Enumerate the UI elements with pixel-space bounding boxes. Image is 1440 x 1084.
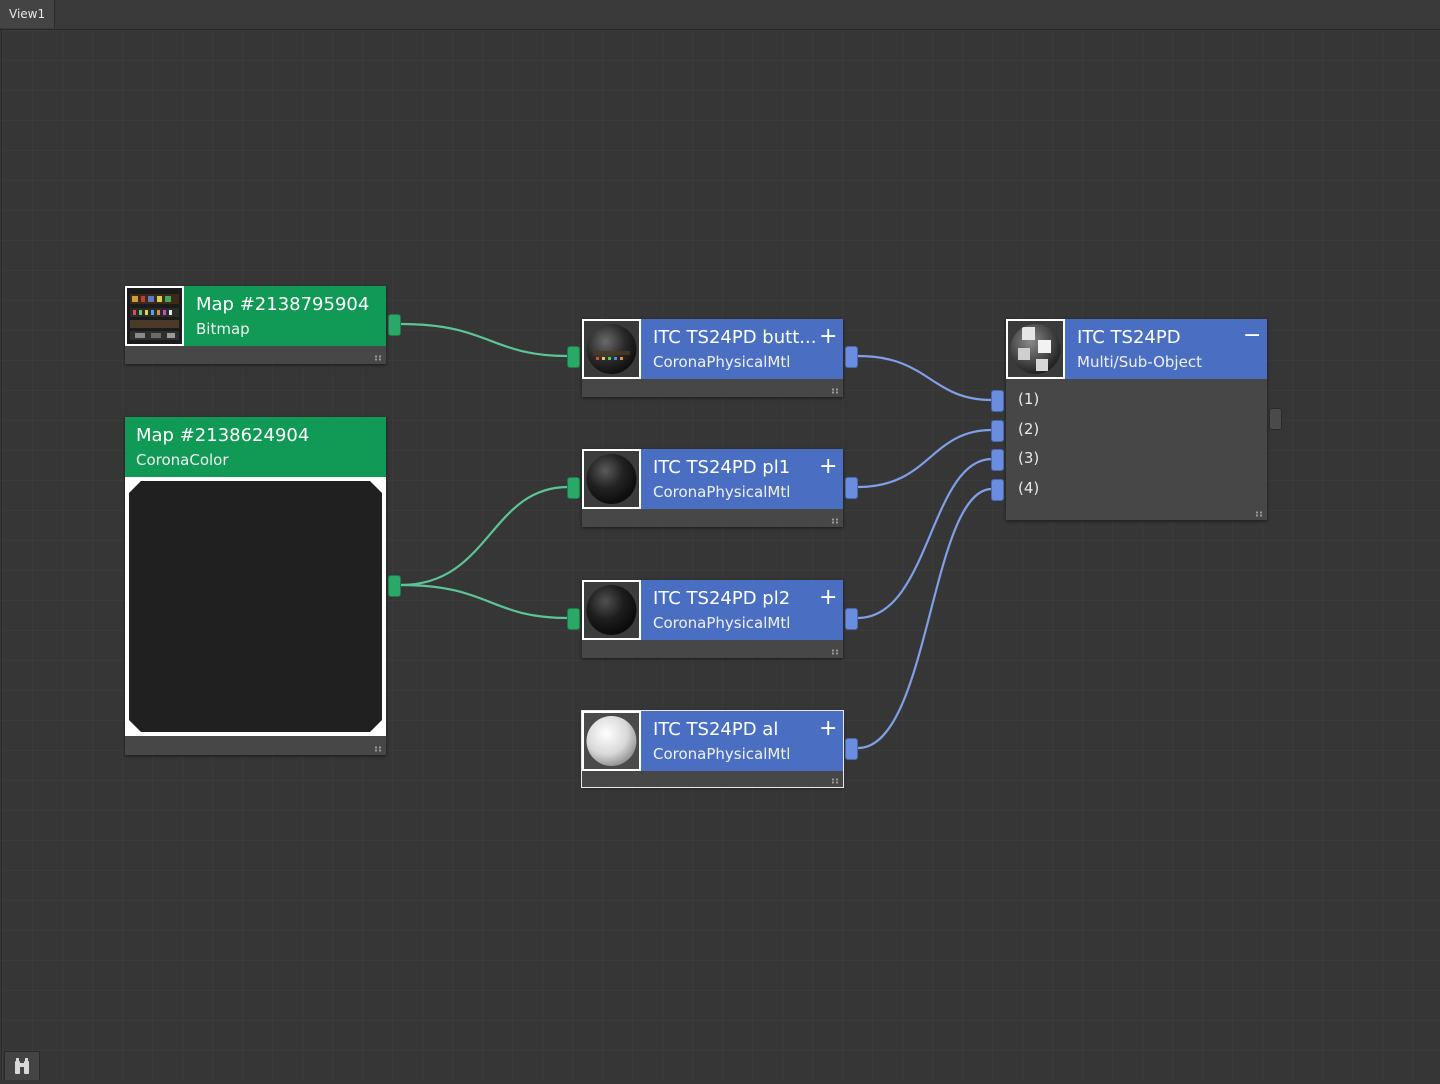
node-title: Map #2138795904	[196, 294, 370, 315]
expand-toggle[interactable]: +	[819, 716, 838, 741]
material-node-butt[interactable]: ITC TS24PD butt... CoronaPhysicalMtl +	[582, 319, 843, 397]
material-node-pl1[interactable]: ITC TS24PD pl1 CoronaPhysicalMtl +	[582, 449, 843, 527]
color-swatch-frame	[125, 477, 386, 736]
expand-toggle[interactable]: +	[819, 324, 838, 349]
node-subtitle: CoronaPhysicalMtl	[653, 483, 791, 501]
resize-grip[interactable]	[831, 518, 839, 524]
resize-grip[interactable]	[374, 355, 382, 361]
multi-output-socket[interactable]	[1269, 408, 1282, 430]
material-node-al[interactable]: ITC TS24PD al CoronaPhysicalMtl +	[581, 710, 844, 788]
wire-bitmap-to-butt	[400, 322, 569, 358]
wire-butt-to-slot1	[857, 354, 993, 402]
bitmap-thumbnail	[125, 286, 184, 346]
material-sphere-preview	[1008, 321, 1063, 377]
material-thumbnail	[582, 711, 641, 771]
slot-label-2: (2)	[1018, 420, 1040, 438]
slot-label-3: (3)	[1018, 449, 1040, 467]
resize-grip[interactable]	[831, 388, 839, 394]
resize-grip[interactable]	[831, 778, 839, 784]
expand-toggle[interactable]: +	[819, 454, 838, 479]
node-subtitle: CoronaColor	[136, 451, 229, 469]
node-header[interactable]	[125, 417, 386, 477]
pl2-input-socket[interactable]	[567, 608, 580, 630]
material-thumbnail	[582, 449, 641, 509]
wire-al-to-slot4	[857, 487, 993, 750]
pl1-output-socket[interactable]	[845, 477, 858, 499]
collapse-toggle[interactable]: −	[1243, 323, 1262, 348]
pl1-input-socket[interactable]	[567, 477, 580, 499]
material-thumbnail	[582, 580, 641, 640]
slot-4-input-socket[interactable]	[991, 479, 1004, 501]
al-output-socket[interactable]	[845, 738, 858, 760]
node-subtitle: Bitmap	[196, 320, 250, 338]
butt-input-socket[interactable]	[567, 346, 580, 368]
bitmap-output-socket[interactable]	[388, 314, 401, 336]
resize-grip[interactable]	[374, 746, 382, 752]
node-title: ITC TS24PD al	[653, 719, 779, 740]
material-sphere-preview	[584, 451, 639, 507]
resize-grip[interactable]	[1255, 511, 1263, 517]
slot-3-input-socket[interactable]	[991, 449, 1004, 471]
multi-sub-object-node[interactable]: ITC TS24PD Multi/Sub-Object − (1) (2) (3…	[1006, 319, 1267, 520]
node-title: ITC TS24PD	[1077, 327, 1181, 348]
bitmap-preview-image	[127, 288, 182, 344]
material-sphere-preview	[584, 321, 639, 377]
node-title: ITC TS24PD pl2	[653, 588, 791, 609]
view-tab-bar: View1	[0, 0, 1440, 30]
resize-grip[interactable]	[831, 649, 839, 655]
color-map-node[interactable]: Map #2138624904 CoronaColor	[125, 417, 386, 755]
color-swatch	[129, 481, 382, 732]
slot-1-input-socket[interactable]	[991, 390, 1004, 412]
slot-label-4: (4)	[1018, 479, 1040, 497]
binoculars-icon	[15, 1058, 29, 1074]
color-output-socket[interactable]	[388, 575, 401, 597]
wire-pl1-to-slot2	[857, 428, 993, 489]
slot-label-1: (1)	[1018, 390, 1040, 408]
node-title: ITC TS24PD butt...	[653, 327, 817, 348]
material-sphere-preview	[584, 582, 639, 638]
butt-output-socket[interactable]	[845, 346, 858, 368]
node-editor-canvas[interactable]	[1, 30, 1440, 1080]
expand-toggle[interactable]: +	[819, 585, 838, 610]
navigator-button[interactable]	[4, 1051, 40, 1080]
bitmap-map-node[interactable]: Map #2138795904 Bitmap	[125, 286, 386, 364]
wire-pl2-to-slot3	[857, 457, 993, 620]
wire-color-to-pl2	[400, 583, 569, 620]
material-thumbnail	[1006, 319, 1065, 379]
node-subtitle: CoronaPhysicalMtl	[653, 745, 791, 763]
pl2-output-socket[interactable]	[845, 608, 858, 630]
view-tab[interactable]: View1	[0, 0, 56, 28]
slot-2-input-socket[interactable]	[991, 420, 1004, 442]
node-title: Map #2138624904	[136, 425, 310, 446]
material-thumbnail	[582, 319, 641, 379]
node-subtitle: CoronaPhysicalMtl	[653, 353, 791, 371]
node-subtitle: Multi/Sub-Object	[1077, 353, 1202, 371]
node-title: ITC TS24PD pl1	[653, 457, 791, 478]
wire-color-to-pl1	[400, 485, 569, 587]
node-subtitle: CoronaPhysicalMtl	[653, 614, 791, 632]
material-sphere-preview	[584, 713, 639, 769]
material-node-pl2[interactable]: ITC TS24PD pl2 CoronaPhysicalMtl +	[582, 580, 843, 658]
